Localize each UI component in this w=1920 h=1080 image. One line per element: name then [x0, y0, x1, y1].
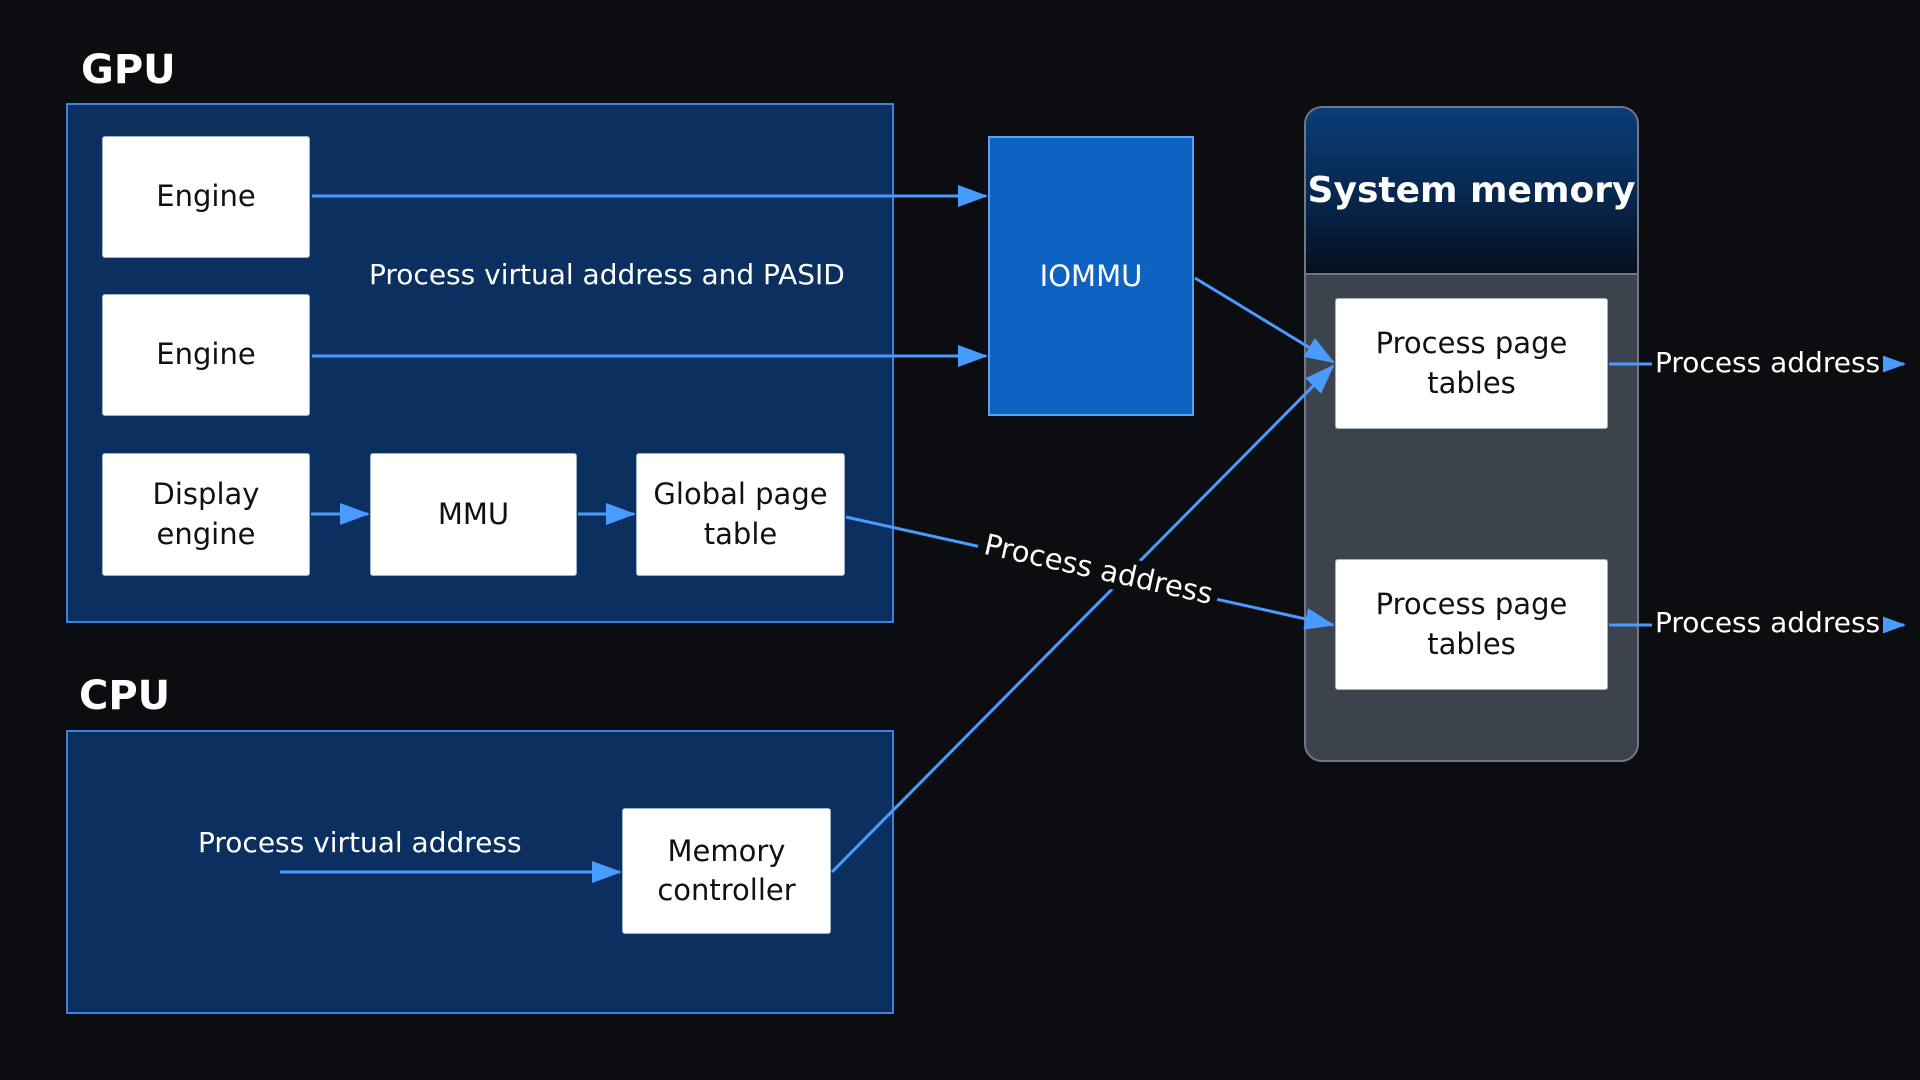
- gpu-global-page-table: Global page table: [636, 453, 845, 576]
- gpu-engine-2: Engine: [102, 294, 310, 416]
- process-page-tables-1: Process page tables: [1335, 298, 1608, 429]
- cpu-flow-label: Process virtual address: [198, 826, 522, 859]
- middle-process-address-label: Process address: [975, 525, 1222, 613]
- gpu-mmu: MMU: [370, 453, 577, 576]
- gpu-engine-1: Engine: [102, 136, 310, 258]
- gpu-flow-label: Process virtual address and PASID: [369, 258, 845, 291]
- out-process-address-label-2: Process address: [1652, 606, 1884, 639]
- system-memory-title: System memory: [1306, 108, 1637, 275]
- arrow-memctrl-to-pagetables1: [830, 364, 1335, 874]
- process-page-tables-2: Process page tables: [1335, 559, 1608, 690]
- out-process-address-label-1: Process address: [1652, 346, 1884, 379]
- gpu-display-engine: Display engine: [102, 453, 310, 576]
- cpu-title: CPU: [79, 673, 171, 719]
- iommu-block: IOMMU: [988, 136, 1194, 416]
- gpu-title: GPU: [81, 47, 176, 93]
- cpu-memory-controller: Memory controller: [622, 808, 831, 934]
